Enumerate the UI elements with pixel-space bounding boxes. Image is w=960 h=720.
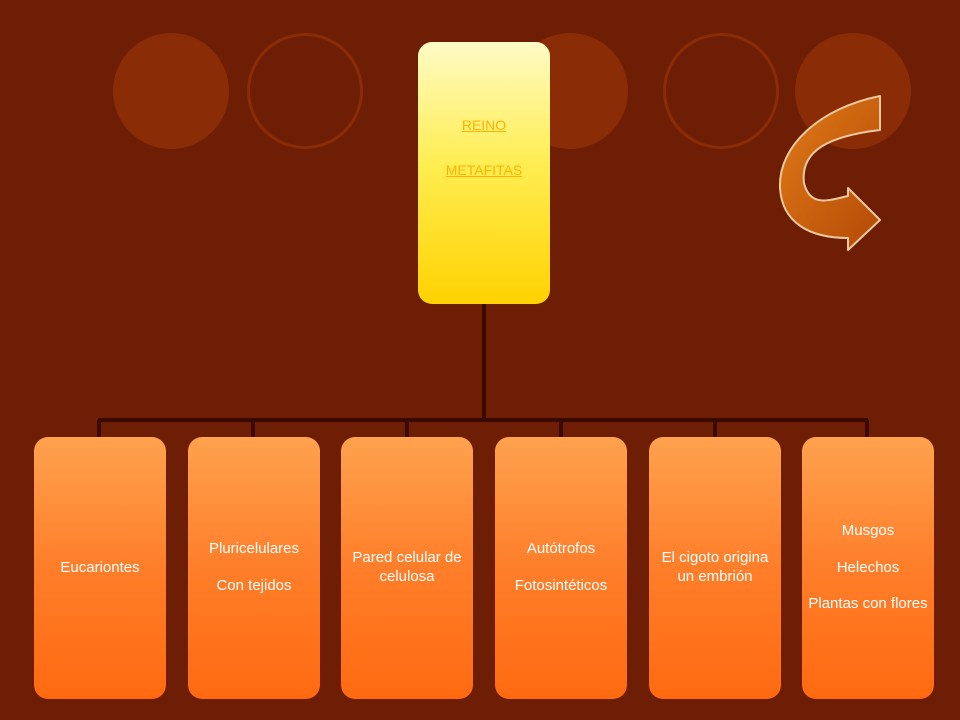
child-node-cigoto: El cigoto origina un embrión (649, 437, 781, 699)
root-node-reino-metafitas: REINO METAFITAS (418, 42, 550, 304)
child-label: Autótrofos (526, 540, 596, 558)
decor-circle-4 (663, 33, 779, 149)
child-label: Helechos (836, 558, 900, 576)
child-label: Plantas con flores (808, 595, 928, 613)
decor-circle-1 (113, 33, 229, 149)
child-label: Musgos (841, 521, 895, 539)
child-label: Eucariontes (60, 558, 140, 576)
child-node-musgos-helechos: Musgos Helechos Plantas con flores (802, 437, 934, 699)
child-label: El cigoto origina un embrión (661, 549, 769, 585)
child-label: Con tejidos (216, 577, 292, 594)
curved-arrow-icon (778, 95, 881, 251)
root-link-reino[interactable]: REINO (461, 117, 507, 134)
decor-circle-2 (247, 33, 363, 149)
child-label: Pared celular de celulosa (352, 549, 462, 585)
child-node-pluricelulares: Pluricelulares Con tejidos (188, 437, 320, 699)
child-node-eucariontes: Eucariontes (34, 437, 166, 699)
root-link-metafitas[interactable]: METAFITAS (445, 162, 523, 178)
child-label: Pluricelulares (208, 540, 300, 558)
child-node-autotrofos: Autótrofos Fotosintéticos (495, 437, 627, 699)
child-node-pared-celular: Pared celular de celulosa (341, 437, 473, 699)
child-label: Fotosintéticos (514, 577, 608, 594)
